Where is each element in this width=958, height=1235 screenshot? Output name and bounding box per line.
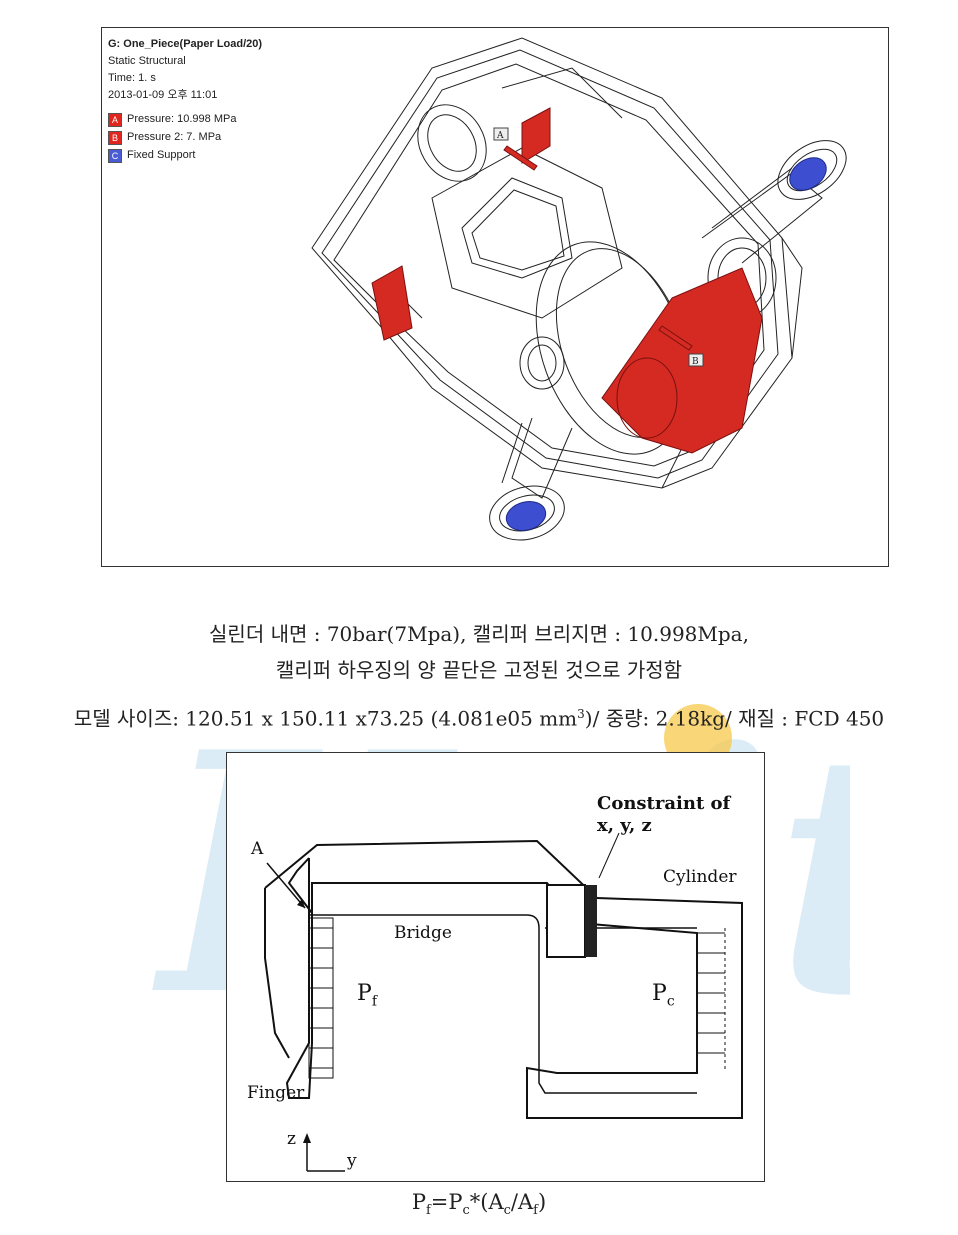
caption-line-3: 모델 사이즈: 120.51 x 150.11 x73.25 (4.081e05… <box>0 700 958 733</box>
caption-weight-text: )/ 중량: 2.18kg/ 재질 : FCD 450 <box>584 706 885 731</box>
fixed-support-upper <box>789 157 827 191</box>
label-axis-y: y <box>347 1151 357 1171</box>
marker-a: A <box>496 131 504 141</box>
formula-div: /A <box>510 1190 534 1214</box>
schematic-diagram: Constraint of x, y, z Cylinder Bridge A … <box>226 752 765 1182</box>
formula-sub-f: f <box>425 1203 431 1219</box>
label-point-a: A <box>251 839 264 859</box>
legend-row-b: B Pressure 2: 7. MPa <box>108 129 262 146</box>
pressure-face-a <box>521 107 551 164</box>
label-finger: Finger <box>247 1083 305 1103</box>
label-pc-sub: c <box>666 993 675 1010</box>
formula-eq: =P <box>430 1190 463 1214</box>
fea-time: Time: 1. s <box>108 72 156 84</box>
label-constraint-axes: x, y, z <box>597 815 652 836</box>
label-cylinder: Cylinder <box>663 867 737 887</box>
caption-line-1: 실린더 내면 : 70bar(7Mpa), 캘리퍼 브리지면 : 10.998M… <box>209 622 749 646</box>
piston-block <box>546 884 586 958</box>
legend-row-a: A Pressure: 10.998 MPa <box>108 111 262 128</box>
constraint-hatch <box>585 885 597 957</box>
fea-title: G: One_Piece(Paper Load/20) <box>108 38 263 50</box>
label-bridge: Bridge <box>394 923 452 943</box>
formula-sub-c2: c <box>503 1203 511 1219</box>
caliper-model-drawing: A B <box>311 37 847 541</box>
label-pc: Pc <box>652 981 675 1009</box>
marker-b: B <box>692 357 699 367</box>
finger-outline <box>285 857 313 1099</box>
pressure-face-b <box>601 267 763 454</box>
label-constraint: Constraint of <box>597 793 731 814</box>
axis-indicator <box>306 1138 345 1172</box>
legend-label-a: Pressure: 10.998 MPa <box>127 113 237 125</box>
formula-close: ) <box>537 1190 547 1214</box>
schematic-drawing <box>264 832 743 1172</box>
pc-arrows <box>697 928 726 1071</box>
legend-label-c: Fixed Support <box>127 149 196 161</box>
formula-mul: *(A <box>469 1190 504 1214</box>
label-pc-main: P <box>652 981 667 1006</box>
legend-swatch-c: C <box>108 148 122 163</box>
legend-label-b: Pressure 2: 7. MPa <box>127 131 222 143</box>
label-axis-z: z <box>287 1129 296 1149</box>
caption-size-text: 모델 사이즈: 120.51 x 150.11 x73.25 (4.081e05… <box>73 706 578 731</box>
caption-line-2: 캘리퍼 하우징의 양 끝단은 고정된 것으로 가정함 <box>275 658 683 682</box>
fixed-support-lower <box>505 501 547 531</box>
formula-sub-c: c <box>462 1203 470 1219</box>
formula-sub-f2: f <box>533 1203 538 1219</box>
fea-figure: G: One_Piece(Paper Load/20) Static Struc… <box>101 27 889 567</box>
legend-swatch-a: A <box>108 112 122 127</box>
label-pf-main: P <box>357 981 372 1006</box>
caption-sup: 3 <box>577 707 585 721</box>
fea-analysis: Static Structural <box>108 55 186 67</box>
fea-legend: G: One_Piece(Paper Load/20) Static Struc… <box>108 36 262 164</box>
label-pf: Pf <box>357 981 377 1009</box>
pf-arrows <box>308 917 334 1079</box>
fea-date: 2013-01-09 오후 11:01 <box>108 89 218 101</box>
label-pf-sub: f <box>371 993 377 1010</box>
legend-swatch-b: B <box>108 130 122 145</box>
formula: Pf=Pc*(Ac/Af) <box>0 1190 958 1218</box>
pressure-face-a2 <box>371 265 413 341</box>
formula-p: P <box>411 1190 426 1214</box>
legend-row-c: C Fixed Support <box>108 147 262 164</box>
housing-outline <box>311 37 793 489</box>
